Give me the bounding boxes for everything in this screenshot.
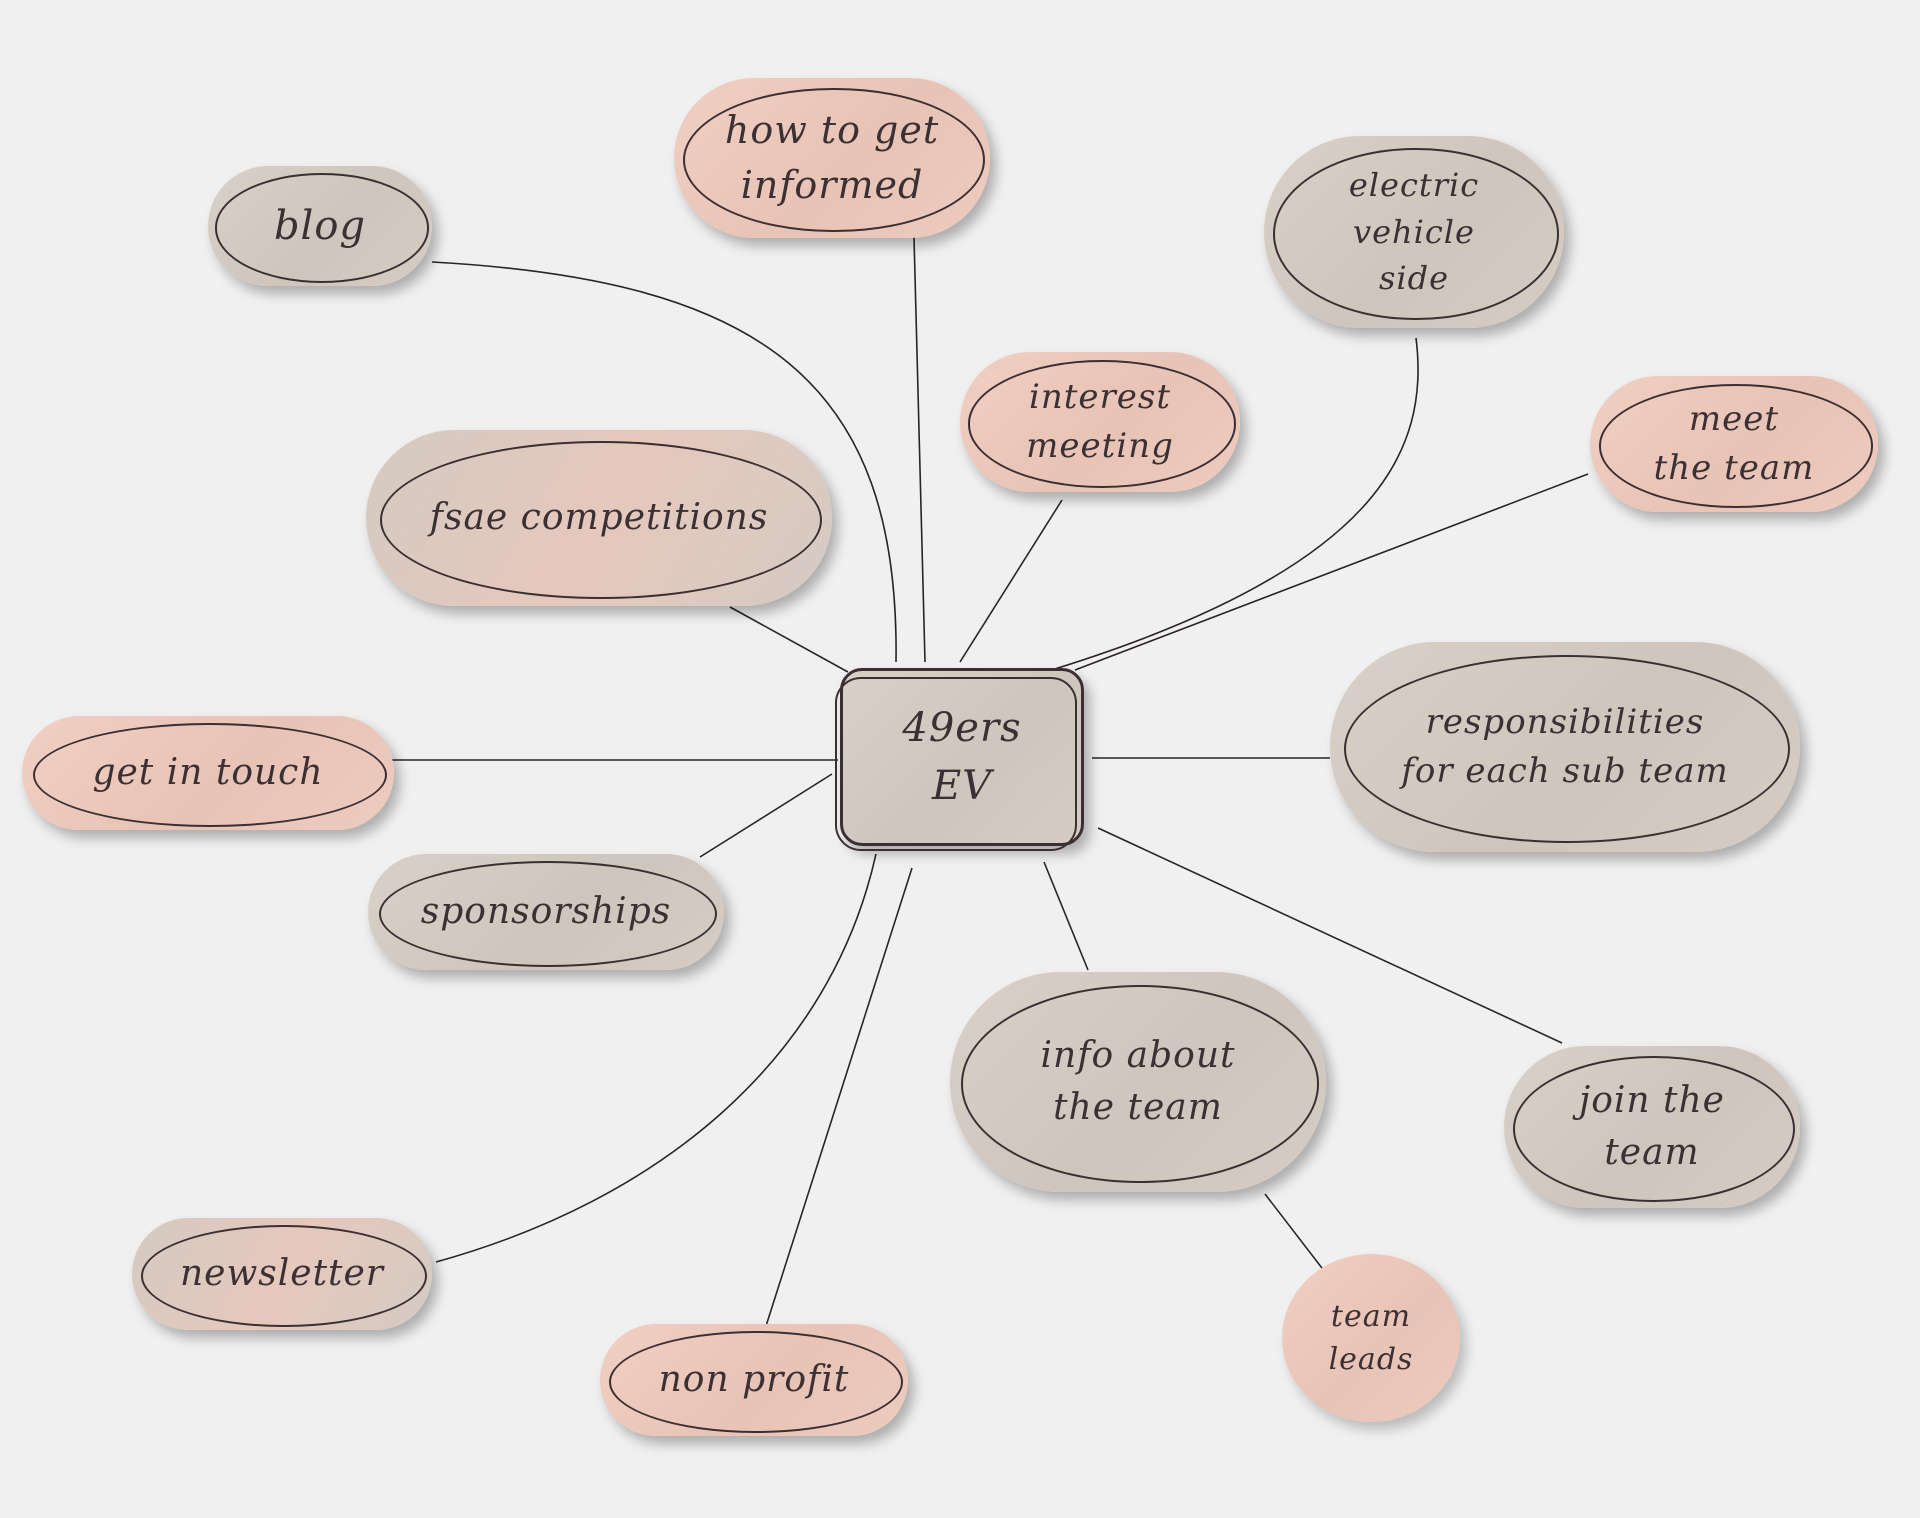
edge-info-about-the-team xyxy=(1043,861,1089,971)
edge-sponsorships xyxy=(699,773,833,858)
node-info-about-the-team[interactable]: info about the team xyxy=(950,972,1326,1192)
node-responsibilities[interactable]: responsibilities for each sub team xyxy=(1330,642,1800,852)
node-label: fsae competitions xyxy=(429,496,769,538)
node-label: interest meeting xyxy=(1026,376,1174,466)
node-label: non profit xyxy=(658,1358,850,1400)
node-label: join the team xyxy=(1579,1079,1725,1173)
edge-how-to-get-informed xyxy=(913,236,926,663)
node-fsae-competitions[interactable]: fsae competitions xyxy=(366,430,832,606)
edge-meet-the-team xyxy=(1074,473,1589,671)
node-sponsorships[interactable]: sponsorships xyxy=(368,854,724,970)
node-label: electric vehicle side xyxy=(1348,166,1480,298)
node-label: meet the team xyxy=(1653,398,1815,488)
node-label: info about the team xyxy=(1040,1034,1236,1128)
node-interest-meeting[interactable]: interest meeting xyxy=(960,352,1240,492)
node-join-the-team[interactable]: join the team xyxy=(1504,1046,1800,1208)
node-how-to-get-informed[interactable]: how to get informed xyxy=(674,78,990,238)
edge-interest-meeting xyxy=(959,499,1063,663)
edge-fsae-competitions xyxy=(729,606,849,673)
edge-non-profit xyxy=(765,867,913,1327)
edge-newsletter xyxy=(435,853,877,1263)
edge-blog xyxy=(431,261,897,663)
node-label: responsibilities for each sub team xyxy=(1401,701,1729,791)
node-label: blog xyxy=(273,203,367,249)
node-newsletter[interactable]: newsletter xyxy=(132,1218,432,1330)
node-meet-the-team[interactable]: meet the team xyxy=(1590,376,1878,512)
node-non-profit[interactable]: non profit xyxy=(600,1324,908,1436)
node-label: how to get informed xyxy=(724,107,940,207)
node-label: team leads xyxy=(1328,1298,1414,1378)
node-label: newsletter xyxy=(179,1252,385,1294)
edge-team-leads xyxy=(1264,1193,1326,1273)
center-node-49ers-ev[interactable]: 49ers EV xyxy=(835,668,1084,851)
center-node-label: 49ers EV xyxy=(902,705,1022,809)
edge-join-the-team xyxy=(1097,827,1563,1044)
node-label: sponsorships xyxy=(420,890,672,932)
edge-electric-vehicle-side xyxy=(1044,337,1419,673)
node-label: get in touch xyxy=(92,751,324,793)
node-electric-vehicle-side[interactable]: electric vehicle side xyxy=(1264,136,1564,328)
node-team-leads[interactable]: team leads xyxy=(1282,1254,1460,1422)
node-blog[interactable]: blog xyxy=(208,166,432,286)
node-get-in-touch[interactable]: get in touch xyxy=(22,716,394,830)
